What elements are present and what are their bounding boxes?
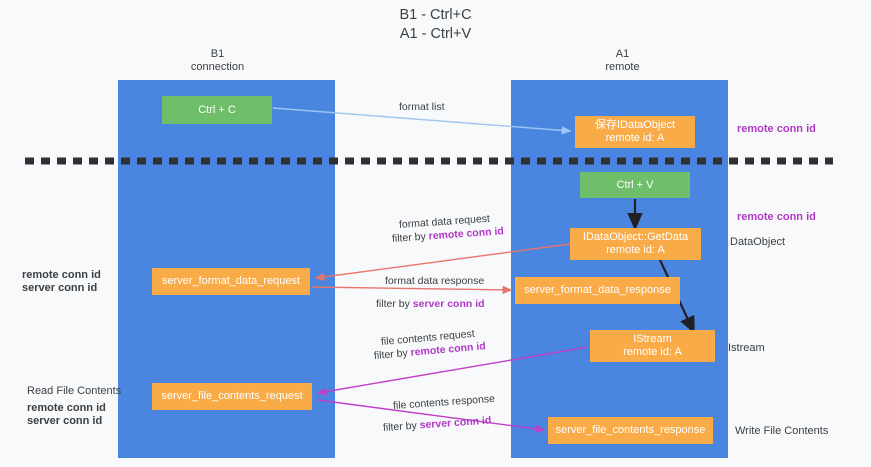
diagram-title: B1 - Ctrl+C A1 - Ctrl+V — [399, 7, 472, 42]
filter-prefix: filter by — [373, 346, 412, 362]
label-group-conn-ids-top: remote conn id server conn id — [22, 269, 101, 295]
box-idataobject-getdata[interactable]: IDataObject::GetData remote id: A — [570, 228, 701, 260]
label-write-file-contents: Write File Contents — [735, 425, 829, 437]
box-idataobject[interactable]: 保存IDataObject remote id: A — [575, 116, 695, 148]
filter-key-server-conn-id: server conn id — [412, 298, 485, 310]
filter-key-server-conn-id: server conn id — [419, 414, 492, 432]
flow-label-file-contents-response: file contents response — [392, 392, 496, 412]
label-group-conn-ids-bottom: remote conn id server conn id — [27, 402, 106, 428]
flow-label-file-contents-response-filter: filter by server conn id — [383, 414, 492, 434]
label-remote-conn-id-left-top: remote conn id — [22, 269, 101, 281]
box-server-format-data-response[interactable]: server_format_data_response — [515, 277, 680, 304]
label-remote-conn-id-left-bottom: remote conn id — [27, 402, 106, 414]
label-dataobject: DataObject — [730, 236, 786, 248]
flow-label-format-list: format list — [399, 101, 445, 113]
column-header-a1: A1 remote — [605, 48, 640, 73]
box-istream[interactable]: IStream remote id: A — [590, 330, 715, 362]
filter-prefix: filter by — [391, 230, 430, 245]
box-server-format-data-request[interactable]: server_format_data_request — [152, 268, 310, 295]
flow-label-format-data-response-filter: filter by server conn id — [376, 298, 485, 310]
arrow-format-data-response — [311, 285, 513, 295]
filter-prefix: filter by — [376, 298, 413, 310]
box-ctrl-v[interactable]: Ctrl + V — [580, 172, 690, 198]
label-server-conn-id-left-bottom: server conn id — [27, 415, 103, 427]
label-server-conn-id-left-top: server conn id — [22, 282, 98, 294]
flow-label-format-data-response: format data response — [385, 275, 485, 287]
label-read-file-contents: Read File Contents — [27, 385, 122, 397]
label-istream: Istream — [728, 342, 765, 354]
column-header-b1: B1 connection — [190, 48, 245, 73]
box-ctrl-c[interactable]: Ctrl + C — [162, 96, 272, 124]
label-remote-conn-id-mid: remote conn id — [737, 211, 816, 223]
label-remote-conn-id-top: remote conn id — [737, 123, 816, 135]
box-server-file-contents-response[interactable]: server_file_contents_response — [548, 417, 713, 444]
filter-prefix: filter by — [382, 419, 421, 434]
box-server-file-contents-request[interactable]: server_file_contents_request — [152, 383, 312, 410]
